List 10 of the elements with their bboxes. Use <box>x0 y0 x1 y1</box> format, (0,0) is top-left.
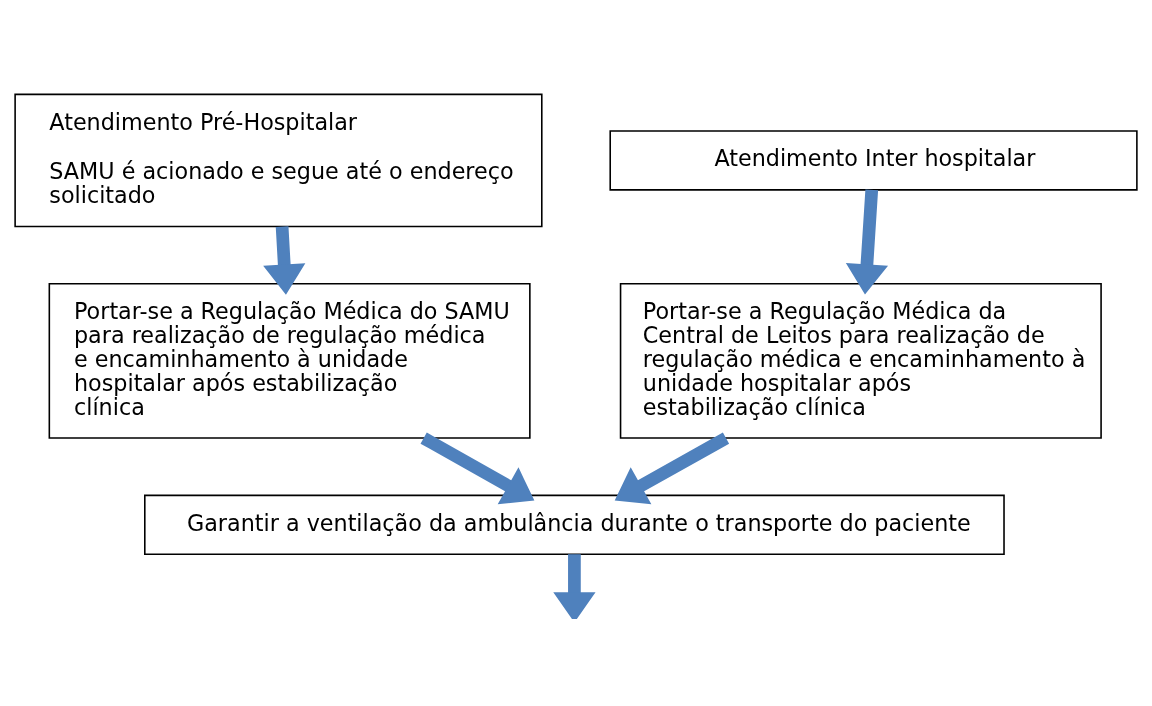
arrow <box>553 553 596 619</box>
arrow <box>420 432 535 504</box>
arrow <box>614 432 730 504</box>
arrow <box>263 225 306 295</box>
node-box: Portar-se a Regulação Médica da Central de Leitos para realização de regulação médica e encaminhamento à unidade hospitalar após estabilização clínica <box>619 282 1102 439</box>
node-box: Garantir a ventilação da ambulância durante o transporte do paciente <box>144 494 1005 555</box>
arrow <box>845 188 889 295</box>
node-box: Atendimento Inter hospitalar <box>609 129 1138 191</box>
node-box: Atendimento Pré-Hospitalar SAMU é acionado e segue até o endereço solicitado <box>14 93 543 227</box>
node-box: Portar-se a Regulação Médica do SAMU para realização de regulação médica e encaminhamento à unidade hospitalar após estabilização clínica <box>48 282 531 439</box>
